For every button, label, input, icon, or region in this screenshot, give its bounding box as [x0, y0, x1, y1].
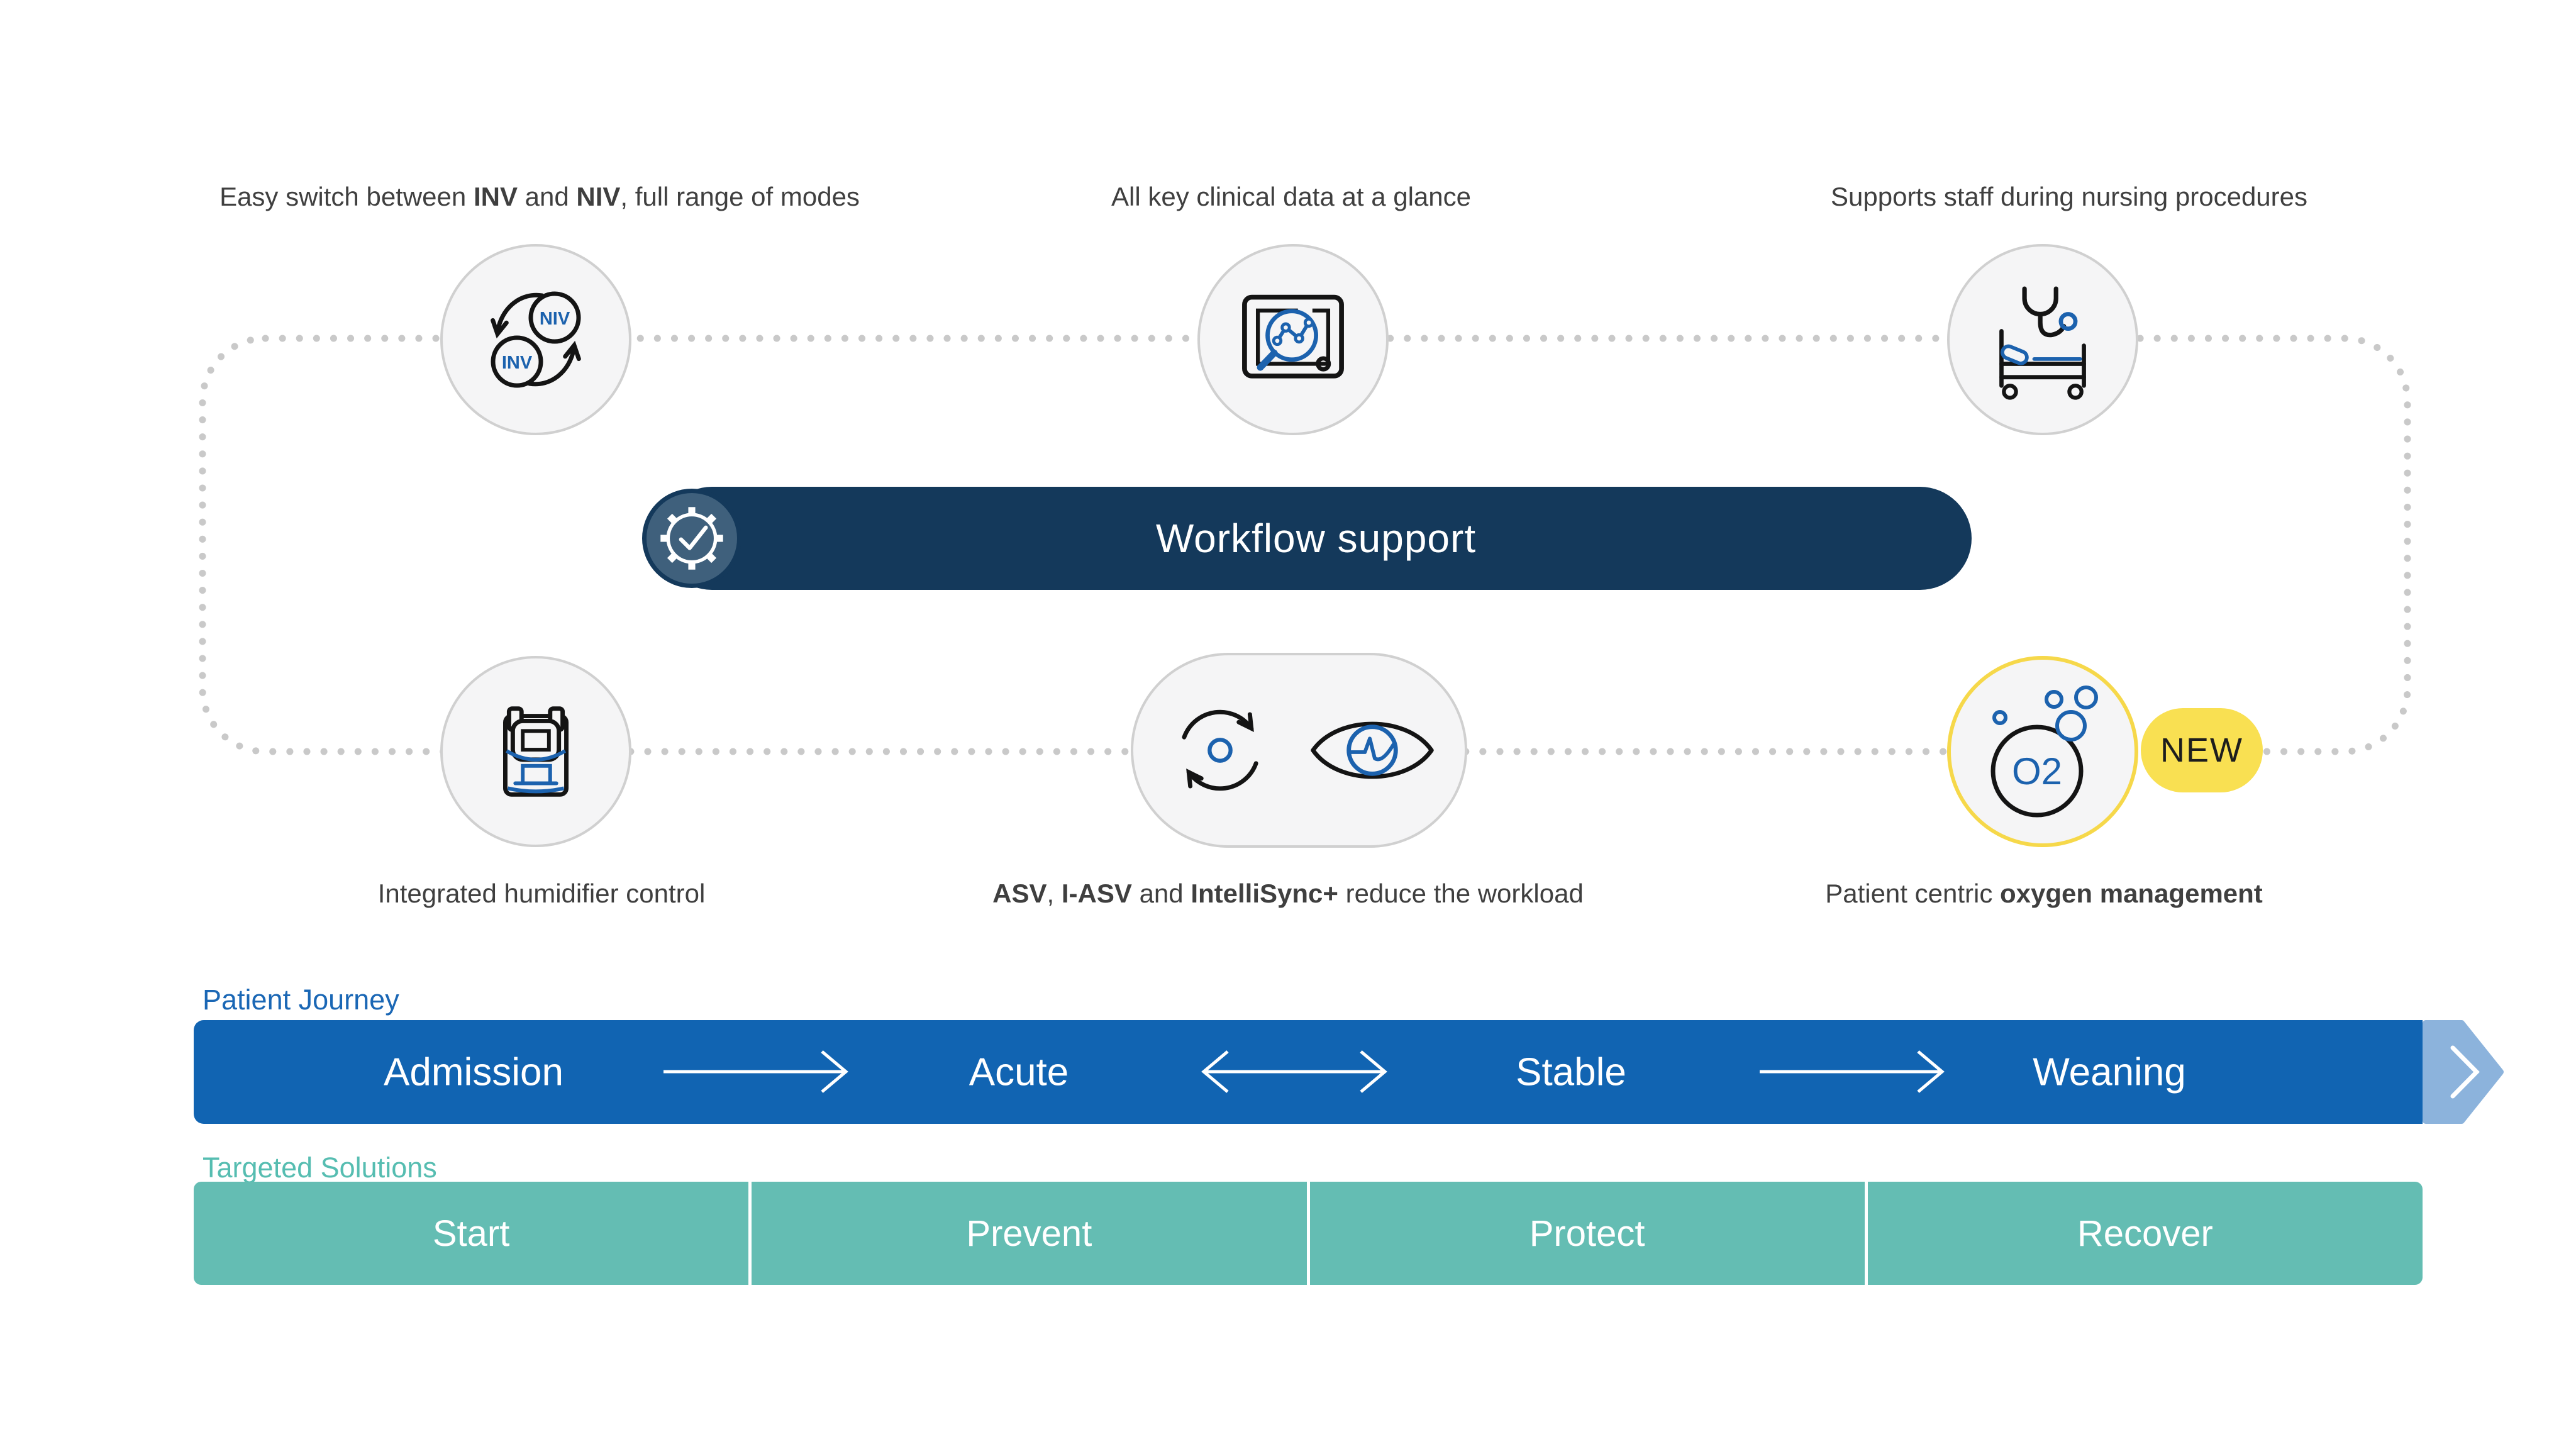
gear-badge	[642, 489, 741, 588]
segment-protect: Protect	[1309, 1182, 1865, 1285]
workflow-banner: Workflow support	[660, 487, 1972, 590]
eye-waveform-icon	[1310, 721, 1434, 779]
node-mode-switch: NIV INV	[440, 244, 631, 435]
feature-label-oxygen: Patient centric oxygen management	[1825, 879, 2263, 908]
arrow-right-icon	[1760, 1050, 1945, 1093]
svg-text:INV: INV	[502, 353, 533, 373]
node-nursing	[1947, 244, 2138, 435]
stage-admission: Admission	[384, 1050, 564, 1094]
targeted-solutions-label: Targeted Solutions	[203, 1152, 437, 1184]
workflow-banner-title: Workflow support	[1155, 516, 1477, 561]
feature-label-asv: ASV, I-ASV and IntelliSync+ reduce the w…	[992, 879, 1584, 908]
node-humidifier	[440, 656, 631, 847]
gear-check-icon	[660, 507, 723, 570]
feature-label-nursing: Supports staff during nursing procedures	[1830, 182, 2308, 211]
stage-weaning: Weaning	[2033, 1050, 2186, 1094]
stage-acute: Acute	[969, 1050, 1069, 1094]
stage-stable: Stable	[1516, 1050, 1626, 1094]
node-clinical-data	[1197, 244, 1389, 435]
feature-label-humidifier: Integrated humidifier control	[377, 879, 706, 908]
arrow-both-icon	[1201, 1050, 1387, 1093]
patient-journey-label: Patient Journey	[203, 984, 399, 1016]
bed-stethoscope-icon	[1999, 286, 2086, 400]
monitor-chart-icon	[1242, 294, 1344, 379]
feature-label-mode-switch: Easy switch between INV and NIV, full ra…	[219, 182, 860, 211]
segment-prevent: Prevent	[752, 1182, 1307, 1285]
feature-label-clinical-data: All key clinical data at a glance	[1111, 182, 1471, 211]
targeted-solutions-bar: Start Prevent Protect Recover	[194, 1182, 2423, 1285]
arrow-right-icon	[663, 1050, 848, 1093]
svg-text:O2: O2	[2012, 750, 2062, 792]
svg-text:NIV: NIV	[540, 309, 570, 329]
segment-start: Start	[194, 1182, 749, 1285]
chevron-right-icon	[2450, 1045, 2480, 1099]
o2-bubbles-icon: O2	[1990, 686, 2098, 818]
humidifier-icon	[503, 706, 569, 797]
mode-switch-icon: NIV INV	[491, 291, 581, 388]
node-asv-intellisync	[1131, 653, 1467, 848]
node-oxygen: O2	[1947, 656, 2138, 847]
segment-recover: Recover	[1867, 1182, 2423, 1285]
journey-flag	[2423, 1020, 2504, 1124]
new-badge: NEW	[2141, 708, 2263, 792]
cycle-icon	[1181, 709, 1258, 791]
